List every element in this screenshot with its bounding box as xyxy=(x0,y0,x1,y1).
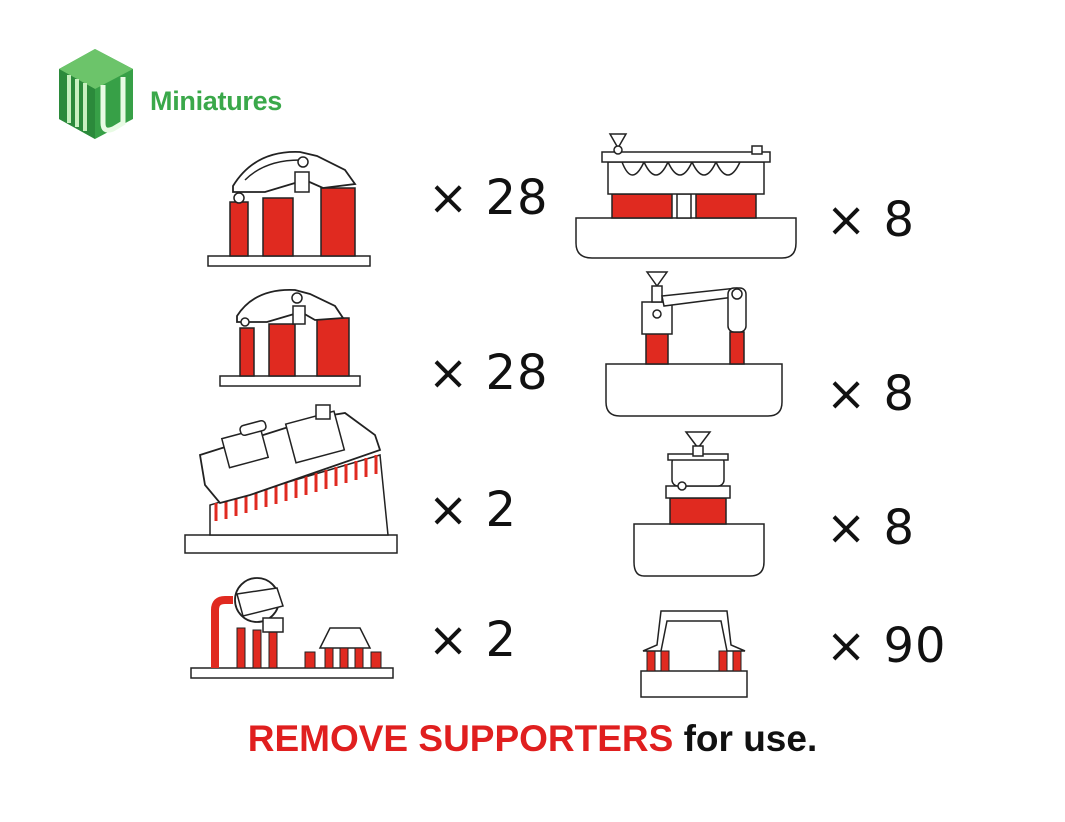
mu-cube-logo-icon xyxy=(59,49,133,139)
tilting-assembly-count: × 2 xyxy=(428,482,518,538)
lamp-assembly-figure xyxy=(190,577,394,679)
footer-instruction: REMOVE SUPPORTERS for use. xyxy=(0,718,1065,760)
clamp-large-figure xyxy=(207,151,371,267)
wingnut-clamp-figure xyxy=(633,431,765,577)
staple-handle-count: × 90 xyxy=(826,618,947,674)
clamp-small-figure xyxy=(219,289,361,387)
tilting-assembly-figure xyxy=(184,404,398,554)
wingnut-arm-count: × 8 xyxy=(826,366,916,422)
clamp-large-count: × 28 xyxy=(428,170,549,226)
wingnut-clamp-count: × 8 xyxy=(826,500,916,556)
wingnut-arm-figure xyxy=(605,271,783,417)
brand-logo xyxy=(59,49,133,139)
brand-name: Miniatures xyxy=(150,86,283,116)
bracket-wingnut-bar-figure xyxy=(575,133,797,259)
footer-emphasis: REMOVE SUPPORTERS xyxy=(247,718,674,759)
clamp-small-count: × 28 xyxy=(428,345,549,401)
lamp-assembly-count: × 2 xyxy=(428,612,518,668)
staple-handle-figure xyxy=(640,610,748,698)
bracket-wingnut-bar-count: × 8 xyxy=(826,192,916,248)
footer-rest: for use. xyxy=(683,718,818,759)
